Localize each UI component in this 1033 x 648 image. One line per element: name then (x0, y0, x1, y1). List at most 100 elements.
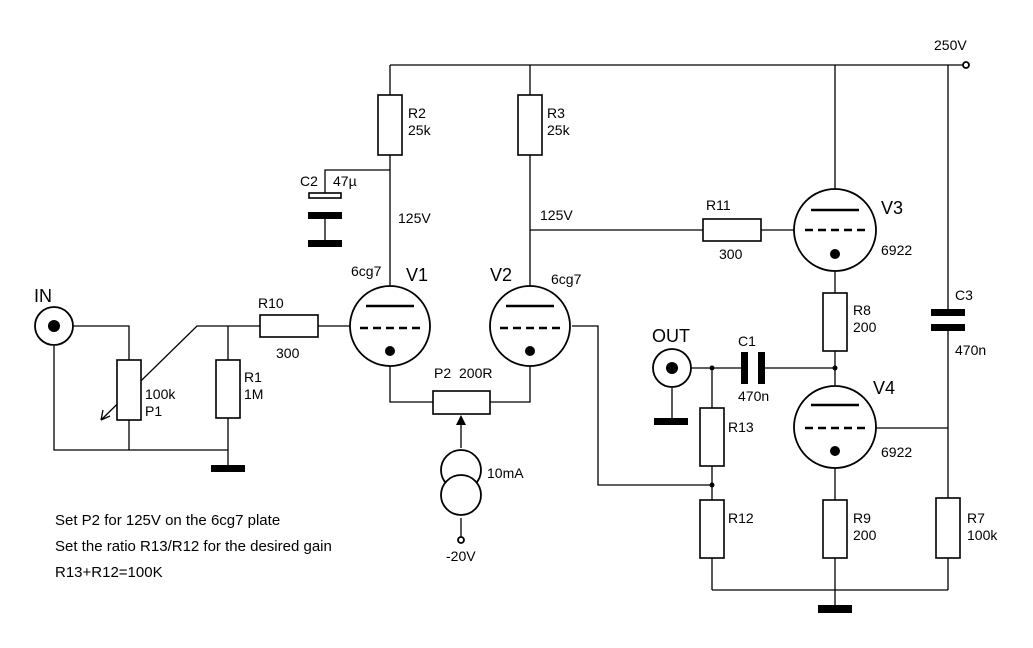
supply-label: 250V (934, 37, 967, 53)
wire-c2 (324, 169, 390, 240)
resistor-r1 (215, 359, 241, 419)
capacitor-c2-negative-plate (308, 212, 342, 219)
potentiometer-p2 (432, 390, 491, 415)
r8-value: 200 (853, 319, 877, 335)
capacitor-c1-plate (758, 352, 765, 384)
junction-dot (709, 365, 715, 371)
resistor-r11 (702, 218, 762, 242)
r7-name: R7 (967, 510, 985, 526)
negative-rail-label: -20V (446, 548, 476, 564)
current-source-terminal (457, 536, 465, 544)
tube-v3 (793, 188, 877, 272)
tube-cathode (830, 446, 840, 456)
r11-name: R11 (706, 197, 731, 213)
r3-name: R3 (547, 105, 565, 121)
v4-type: 6922 (881, 444, 912, 460)
arrowhead-p2 (456, 415, 466, 425)
capacitor-c3-plate (931, 309, 965, 316)
c2-value: 47µ (333, 173, 357, 189)
capacitor-c1-plate (741, 352, 748, 384)
current-source-circle-bottom (440, 474, 482, 516)
r12-name: R12 (728, 510, 754, 526)
v2-plate-voltage: 125V (540, 207, 573, 223)
resistor-r12 (699, 499, 725, 559)
current-source (440, 449, 482, 544)
r9-name: R9 (853, 510, 871, 526)
r1-name: R1 (244, 369, 262, 385)
wire-in-ground (53, 346, 228, 451)
resistor-r10 (259, 314, 319, 338)
resistor-r3 (517, 94, 543, 156)
p1-name: P1 (145, 403, 162, 419)
arrowhead-p1 (100, 409, 111, 421)
tube-cathode (525, 346, 535, 356)
junctions (709, 365, 838, 488)
input-label: IN (34, 286, 52, 306)
r8-name: R8 (853, 302, 871, 318)
tube-cathode (830, 249, 840, 259)
r2-name: R2 (408, 105, 426, 121)
v3-name: V3 (881, 198, 903, 218)
v1-name: V1 (406, 265, 428, 285)
resistor-r8 (822, 292, 848, 352)
supply-terminal (962, 61, 970, 69)
ground-symbol (818, 605, 852, 613)
wire-cathodes-p2 (389, 362, 531, 403)
notes: Set P2 for 125V on the 6cg7 plate Set th… (55, 512, 332, 581)
r9-value: 200 (853, 527, 877, 543)
junction-dot (709, 482, 715, 488)
ground-symbol (654, 418, 688, 425)
wire-in-p1 (54, 325, 130, 450)
input-jack-center (48, 320, 60, 332)
c3-name: C3 (955, 287, 973, 303)
v2-type: 6cg7 (551, 271, 582, 287)
r10-value: 300 (276, 345, 300, 361)
labels: 250V IN OUT V1 6cg7 V2 6cg7 V3 6922 V4 6… (34, 37, 998, 564)
capacitors (308, 192, 965, 384)
v1-plate-voltage: 125V (398, 210, 431, 226)
capacitor-c3-plate (931, 324, 965, 331)
grounds (211, 240, 852, 613)
c3-value: 470n (955, 342, 986, 358)
r3-value: 25k (547, 122, 571, 138)
potentiometers (100, 359, 491, 425)
current-source-value: 10mA (487, 465, 524, 481)
wiring (53, 64, 966, 608)
junction-dot (832, 365, 838, 371)
resistor-r9 (822, 499, 848, 559)
capacitor-c2-positive-plate (308, 192, 342, 199)
r2-value: 25k (408, 122, 432, 138)
r13-name: R13 (728, 419, 754, 435)
p2-name: P2 (434, 365, 451, 381)
v4-name: V4 (873, 378, 895, 398)
tube-v1 (349, 285, 431, 367)
r1-value: 1M (244, 386, 263, 402)
p2-value: 200R (459, 365, 492, 381)
connectors (34, 61, 970, 388)
wire-v2-grid-feedback (572, 325, 712, 486)
potentiometer-p1 (116, 359, 142, 421)
resistors (215, 94, 961, 559)
resistor-r2 (377, 94, 403, 156)
tube-cathode (385, 346, 395, 356)
ground-symbol (308, 240, 342, 247)
r10-name: R10 (258, 295, 284, 311)
v1-type: 6cg7 (351, 263, 382, 279)
tube-v4 (793, 385, 877, 469)
output-jack-center (666, 362, 678, 374)
c1-value: 470n (738, 388, 769, 404)
r11-value: 300 (719, 246, 743, 262)
c2-name: C2 (300, 173, 318, 189)
v3-type: 6922 (881, 242, 912, 258)
note-line: Set the ratio R13/R12 for the desired ga… (55, 538, 332, 555)
output-label: OUT (652, 326, 690, 346)
note-line: Set P2 for 125V on the 6cg7 plate (55, 512, 280, 529)
p1-value: 100k (145, 386, 176, 402)
resistor-r13 (699, 407, 725, 467)
resistor-r7 (935, 497, 961, 559)
note-line: R13+R12=100K (55, 564, 163, 581)
ground-symbol (211, 465, 245, 472)
tube-v2 (489, 285, 571, 367)
r7-value: 100k (967, 527, 998, 543)
